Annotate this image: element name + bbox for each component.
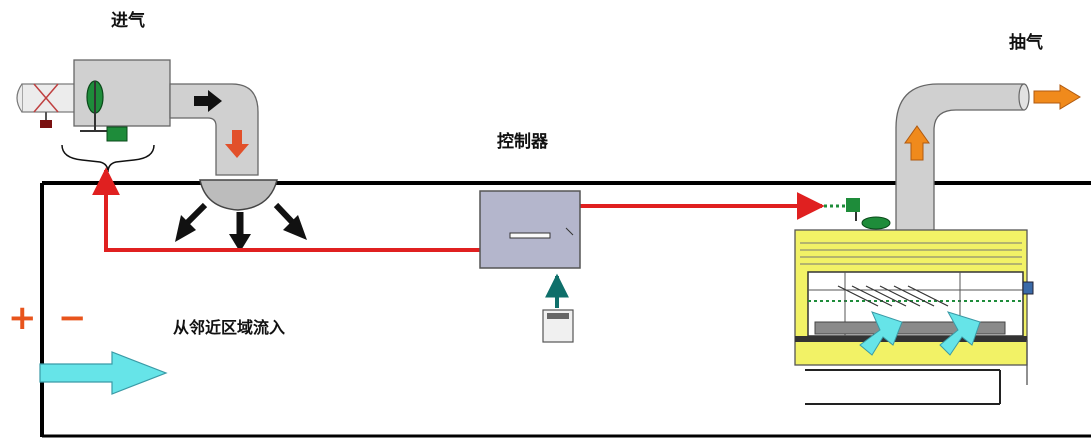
controller-label: 控制器 xyxy=(497,132,548,152)
sensor-panel-icon xyxy=(542,309,574,343)
exhaust-arrow-up xyxy=(904,125,930,161)
diffuser-output-arrows xyxy=(175,202,307,252)
pressure-minus-sign: − xyxy=(58,298,87,338)
exhaust-arrow-right xyxy=(1033,84,1081,110)
control-signal-line-supply xyxy=(92,167,480,252)
fume-hood xyxy=(794,229,1034,405)
pressure-plus-sign: + xyxy=(8,298,37,338)
inflow-label: 从邻近区域流入 xyxy=(173,318,286,337)
intake-label: 进气 xyxy=(111,11,145,31)
intake-valve-icon xyxy=(80,80,128,142)
exhaust-damper-icon xyxy=(824,198,891,230)
controller-box xyxy=(479,190,581,269)
room-inflow-arrow xyxy=(39,351,168,395)
supply-duct xyxy=(16,59,259,176)
hood-inflow-arrows xyxy=(859,311,981,356)
intake-brace xyxy=(61,144,155,173)
ceiling-diffuser-icon xyxy=(199,179,278,211)
exhaust-label: 抽气 xyxy=(1009,33,1043,53)
duct-flow-arrow xyxy=(194,90,222,112)
intake-damper-icon xyxy=(33,83,59,128)
duct-flow-arrow-down xyxy=(225,130,249,158)
exhaust-duct-outlet xyxy=(1018,83,1030,111)
